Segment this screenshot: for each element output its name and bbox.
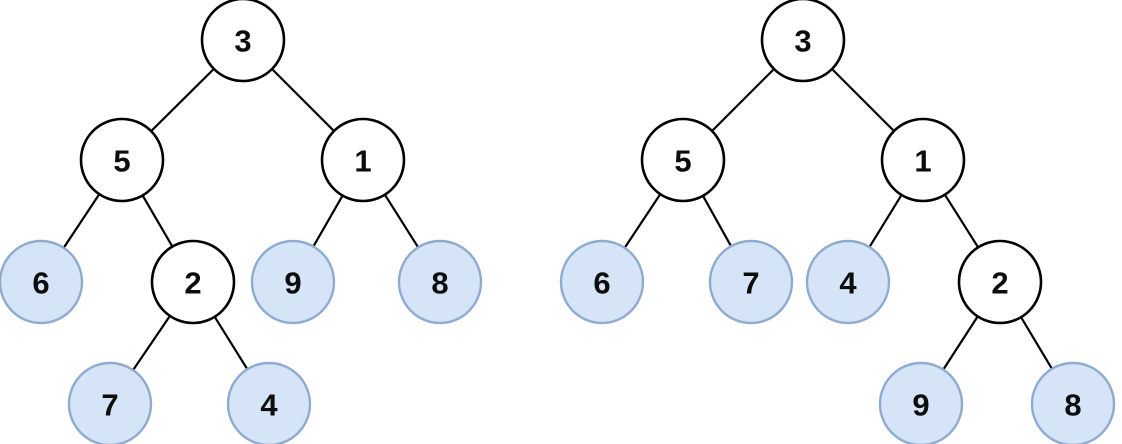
- tree-node[interactable]: 9: [250, 239, 336, 325]
- node-circle-leaf[interactable]: [226, 361, 312, 444]
- left-tree-edges: [62, 67, 420, 372]
- node-circle-leaf[interactable]: [0, 239, 84, 325]
- node-circle-internal[interactable]: [320, 117, 406, 203]
- tree-node[interactable]: 6: [0, 239, 84, 325]
- edges-layer: [62, 67, 1054, 372]
- tree-edge: [312, 194, 344, 248]
- tree-edge: [270, 67, 336, 133]
- node-circle-leaf[interactable]: [67, 361, 153, 444]
- tree-node[interactable]: 1: [320, 117, 406, 203]
- tree-edge: [623, 193, 662, 249]
- tree-edge: [1019, 316, 1054, 370]
- node-circle-internal[interactable]: [150, 239, 236, 325]
- tree-edge: [710, 67, 776, 133]
- tree-node[interactable]: 7: [67, 361, 153, 444]
- node-circle-leaf[interactable]: [250, 239, 336, 325]
- tree-node[interactable]: 2: [957, 239, 1043, 325]
- node-circle-leaf[interactable]: [878, 361, 964, 444]
- node-circle-leaf[interactable]: [1030, 361, 1116, 444]
- tree-edge: [213, 315, 249, 371]
- node-circle-internal[interactable]: [200, 0, 286, 83]
- tree-node[interactable]: 1: [880, 117, 966, 203]
- node-circle-leaf[interactable]: [397, 239, 483, 325]
- tree-node[interactable]: 3: [760, 0, 846, 83]
- tree-edge: [150, 67, 215, 133]
- tree-edge: [62, 193, 101, 249]
- tree-edge: [701, 194, 733, 248]
- tree-edge: [131, 314, 172, 372]
- node-circle-internal[interactable]: [640, 117, 726, 203]
- tree-node[interactable]: 8: [397, 239, 483, 325]
- right-tree-edges: [623, 67, 1054, 371]
- node-circle-internal[interactable]: [957, 239, 1043, 325]
- tree-edge: [942, 315, 979, 371]
- tree-edge: [141, 194, 174, 248]
- node-circle-internal[interactable]: [880, 117, 966, 203]
- tree-node[interactable]: 5: [79, 117, 165, 203]
- node-circle-internal[interactable]: [760, 0, 846, 83]
- node-circle-leaf[interactable]: [559, 239, 645, 325]
- tree-edge: [868, 193, 903, 249]
- tree-node[interactable]: 8: [1030, 361, 1116, 444]
- tree-edge: [830, 67, 896, 133]
- node-circle-leaf[interactable]: [805, 239, 891, 325]
- tree-node[interactable]: 6: [559, 239, 645, 325]
- tree-node[interactable]: 2: [150, 239, 236, 325]
- tree-node[interactable]: 5: [640, 117, 726, 203]
- node-circle-internal[interactable]: [79, 117, 165, 203]
- tree-node[interactable]: 3: [200, 0, 286, 83]
- tree-node[interactable]: 4: [226, 361, 312, 444]
- tree-edge: [383, 193, 420, 249]
- node-circle-leaf[interactable]: [708, 239, 794, 325]
- tree-node[interactable]: 4: [805, 239, 891, 325]
- tree-node[interactable]: 9: [878, 361, 964, 444]
- tree-node[interactable]: 7: [708, 239, 794, 325]
- tree-edge: [943, 193, 980, 249]
